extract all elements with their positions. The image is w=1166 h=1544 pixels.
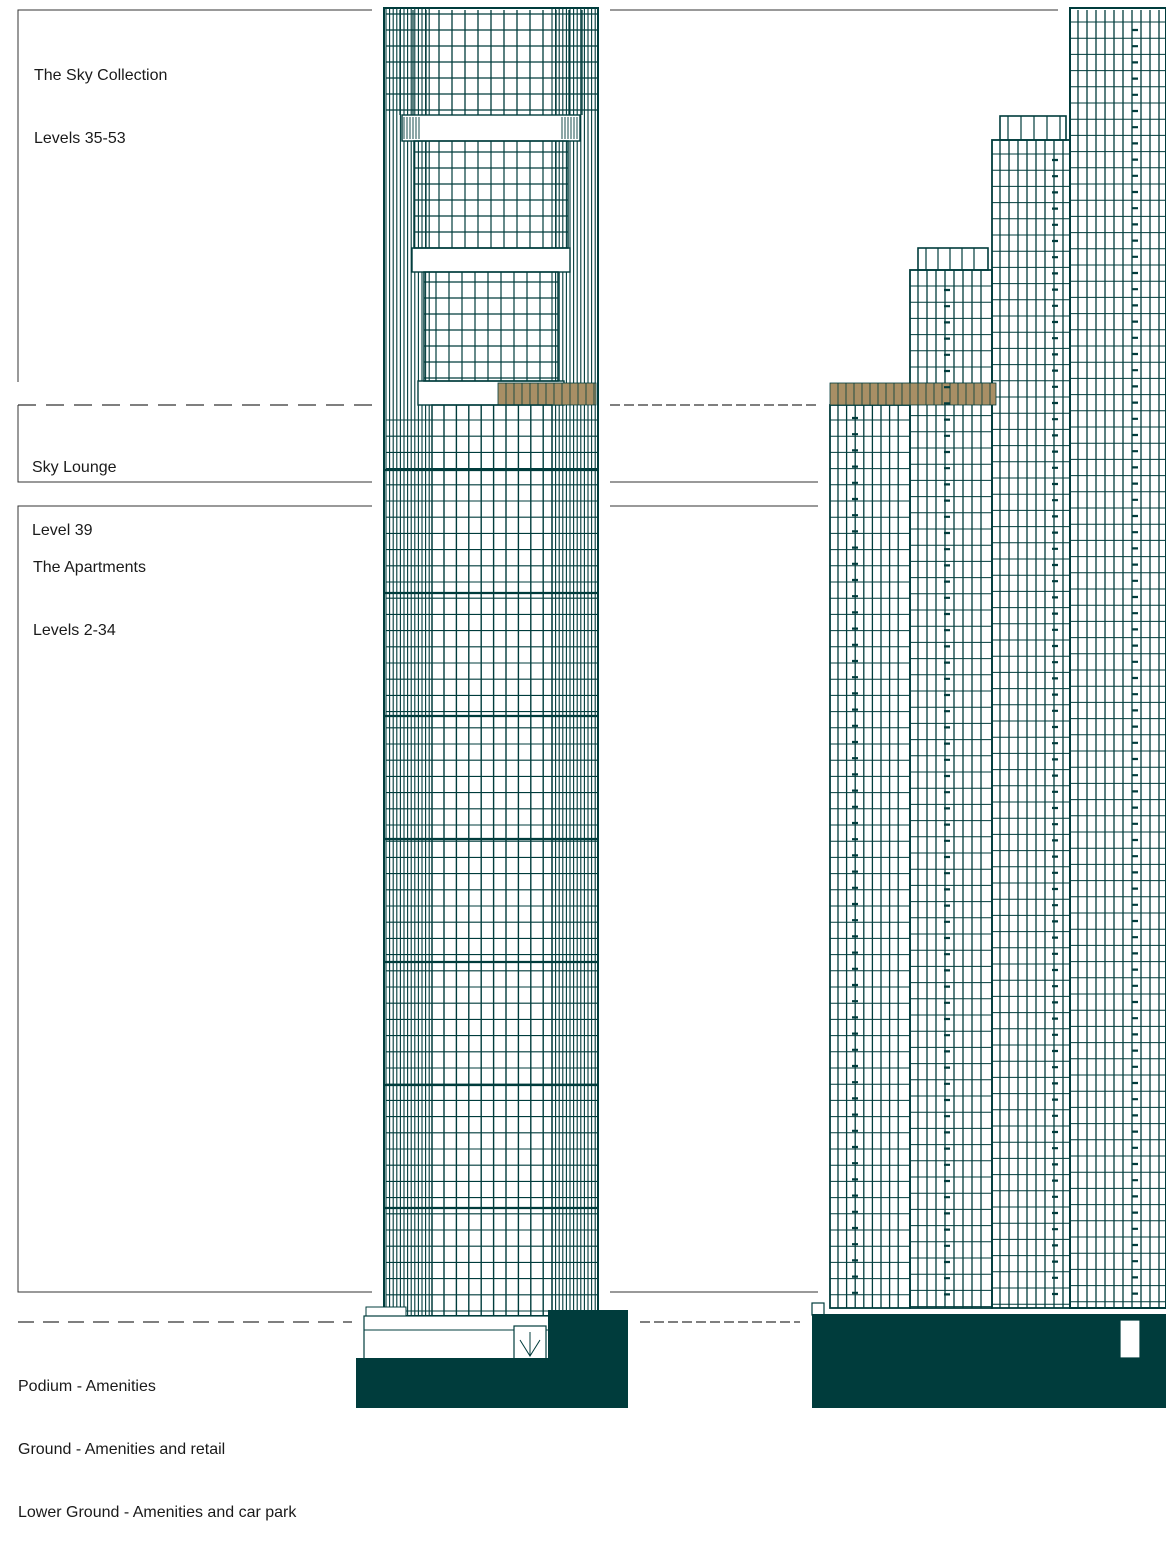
right-base-door bbox=[1119, 1319, 1141, 1359]
level-markers bbox=[18, 404, 818, 1323]
apartments-shaft bbox=[431, 404, 553, 1317]
sky-lounge-frame bbox=[17, 405, 372, 483]
left-tower-elevation bbox=[356, 7, 628, 1408]
right-base-vent bbox=[811, 1302, 825, 1316]
right-tower-elevation bbox=[811, 7, 1166, 1408]
apartments-title: The Apartments bbox=[33, 559, 146, 576]
sky-collection-levels: Levels 35-53 bbox=[34, 130, 126, 147]
tower-elevation-drawing bbox=[17, 7, 1166, 1408]
sky-collection-title: The Sky Collection bbox=[34, 67, 168, 84]
apartments-label: The Apartments Levels 2-34 bbox=[33, 515, 146, 662]
lower-ground-label: Lower Ground - Amenities and car park bbox=[18, 1504, 297, 1521]
apartments-levels: Levels 2-34 bbox=[33, 622, 116, 639]
ground-label: Ground - Amenities and retail bbox=[18, 1441, 226, 1458]
upper-setback-band bbox=[401, 114, 581, 142]
sky-lounge-label: Sky Lounge Level 39 bbox=[32, 415, 117, 562]
sky-lounge-accent-right bbox=[829, 382, 997, 406]
left-ground-base bbox=[356, 1358, 628, 1408]
sky-lounge-accent-left bbox=[497, 382, 597, 406]
section-frames bbox=[17, 9, 1058, 1293]
middle-setback-band bbox=[411, 247, 571, 273]
podium-label: Podium - Amenities bbox=[18, 1378, 156, 1395]
sky-collection-label: The Sky Collection Levels 35-53 bbox=[34, 23, 167, 170]
sky-lounge-title: Sky Lounge bbox=[32, 459, 117, 476]
base-levels-label: Podium - Amenities Ground - Amenities an… bbox=[18, 1334, 296, 1544]
sky-collection-block-2 bbox=[423, 271, 559, 382]
sky-lounge-levels: Level 39 bbox=[32, 522, 93, 539]
right-step-block-1 bbox=[991, 139, 1071, 1309]
apartments-frame bbox=[17, 505, 372, 1293]
podium-dark-block bbox=[548, 1310, 628, 1360]
step-parapet-2 bbox=[917, 247, 989, 271]
sky-collection-frame bbox=[17, 9, 372, 382]
right-ground-base bbox=[812, 1314, 1166, 1408]
step-parapet-1 bbox=[999, 115, 1067, 141]
right-step-block-2 bbox=[909, 269, 993, 1309]
right-tall-column bbox=[1069, 7, 1166, 1309]
